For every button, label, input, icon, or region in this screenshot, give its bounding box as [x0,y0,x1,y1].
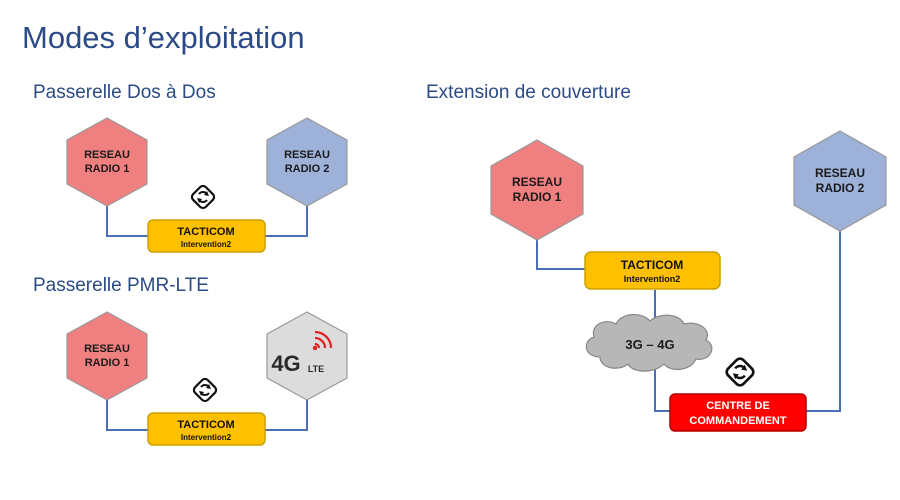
hex-label-line2: RADIO 1 [513,190,562,204]
hex-label-line2: RADIO 2 [816,181,865,195]
centre-label-line1: CENTRE DE [706,400,770,412]
tacticom-label: TACTICOM [621,258,683,272]
tacticom-box-b: TACTICOM Intervention2 [147,412,266,446]
hex-4g-lte: 4G LTE [266,311,348,401]
hex-label-line1: RESEAU [284,149,330,161]
hex-reseau-radio2-a: RESEAU RADIO 2 [266,117,348,207]
hex-label-line1: RESEAU [512,175,562,189]
tacticom-sublabel: Intervention2 [624,274,681,284]
cloud-3g-4g: 3G – 4G [585,314,713,372]
tacticom-label: TACTICOM [177,226,234,238]
link-cloud-centre [654,365,670,412]
sync-icon [189,183,217,211]
centre-label-line2: COMMANDEMENT [689,415,786,427]
hex-label-line1: RESEAU [84,149,130,161]
lte-4g-label: 4G [271,351,300,376]
tacticom-sublabel: Intervention2 [181,240,232,249]
hex-label-line2: RADIO 1 [85,163,130,175]
centre-commandement-box: CENTRE DE COMMANDEMENT [669,393,807,432]
lte-signal-icon [312,330,333,351]
section-pmr-lte-label: Passerelle PMR-LTE [33,275,209,296]
hex-reseau-radio1-b: RESEAU RADIO 1 [66,311,148,401]
hex-reseau-radio1-a: RESEAU RADIO 1 [66,117,148,207]
hex-label-line1: RESEAU [815,166,865,180]
page-title: Modes d’exploitation [22,20,305,55]
hex-reseau-radio2-c: RESEAU RADIO 2 [793,130,887,232]
sync-icon [723,355,757,389]
hex-label-line2: RADIO 1 [85,357,130,369]
tacticom-box-c: TACTICOM Intervention2 [584,251,721,290]
section-extension-label: Extension de couverture [426,82,631,103]
hex-label-line1: RESEAU [84,343,130,355]
hex-label-line2: RADIO 2 [285,163,330,175]
tacticom-sublabel: Intervention2 [181,433,232,442]
tacticom-label: TACTICOM [177,419,234,431]
link-centre-radio2 [806,220,841,412]
tacticom-box-a: TACTICOM Intervention2 [147,219,266,253]
hex-reseau-radio1-c: RESEAU RADIO 1 [490,139,584,241]
cloud-label: 3G – 4G [625,337,674,352]
lte-sub-label: LTE [308,364,324,374]
sync-icon [191,376,219,404]
section-dos-a-dos-label: Passerelle Dos à Dos [33,82,216,103]
